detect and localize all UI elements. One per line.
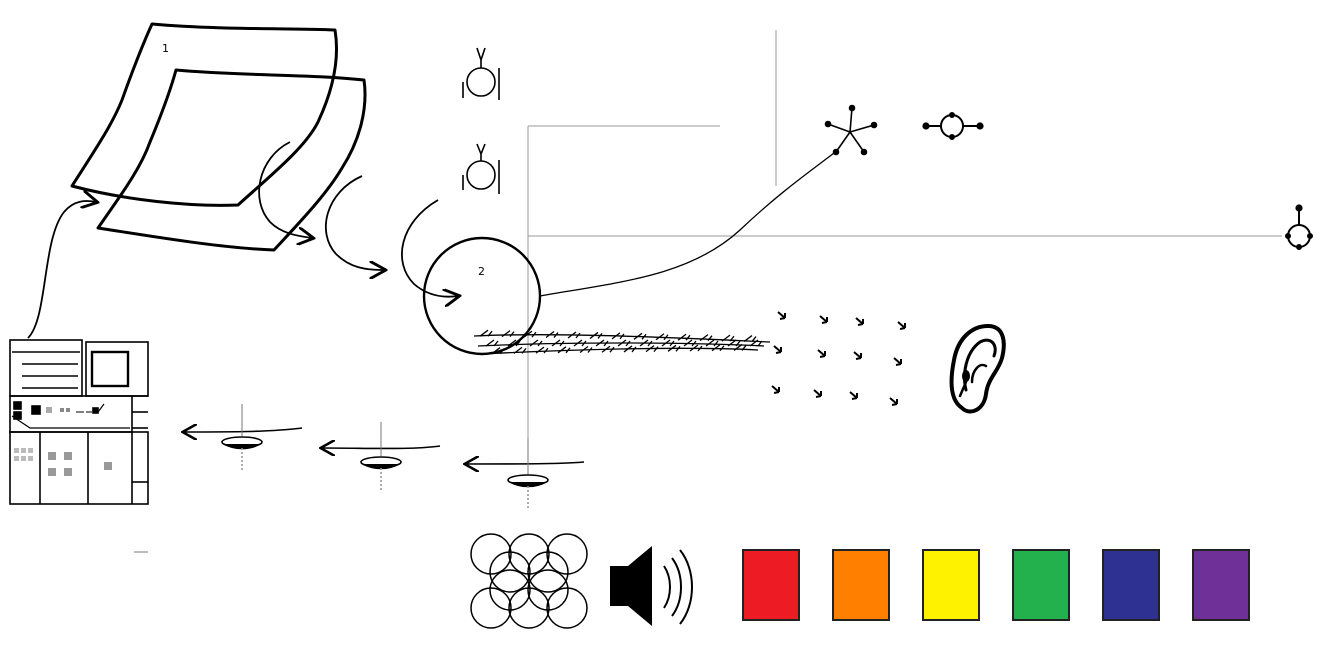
small-arrow (897, 321, 906, 330)
sheet-back (70, 22, 338, 207)
small-arrow (819, 315, 828, 324)
small-arrow (849, 391, 858, 400)
dish-signal-3 (466, 438, 585, 510)
speaker-icon (610, 546, 693, 626)
asterisk-node-icon (824, 104, 878, 156)
sheet-front (96, 68, 367, 252)
swatch-yellow[interactable] (922, 549, 980, 621)
scatter-arrows (771, 311, 906, 406)
swatch-red[interactable] (742, 549, 800, 621)
axes (527, 30, 1282, 478)
node-antenna-icon-2 (462, 143, 500, 194)
small-arrow (893, 357, 902, 366)
dish-signal-1 (184, 404, 303, 472)
overlapping-rings-icon (470, 533, 588, 629)
arrow-sheet-curve-2 (324, 175, 384, 270)
small-arrow (773, 345, 782, 354)
small-arrow (771, 385, 780, 394)
swatch-purple[interactable] (1192, 549, 1250, 621)
small-arrow (813, 389, 822, 398)
small-arrow (853, 351, 862, 360)
node-antenna-icon-1 (462, 47, 500, 100)
sheet-number-label: 1 (162, 42, 169, 55)
small-arrow (889, 397, 898, 406)
arrow-panel-to-sheet (27, 201, 96, 339)
small-arrow (855, 317, 864, 326)
ear-icon (949, 323, 1006, 414)
arrow-sheet-curve-1 (258, 141, 312, 238)
node-endpoint-icon (1285, 204, 1313, 250)
swatch-orange[interactable] (832, 549, 890, 621)
ui-panel-sketch-icon (9, 339, 149, 553)
node-circle-dots-icon (922, 112, 984, 140)
swatch-blue[interactable] (1102, 549, 1160, 621)
arrow-sheet-curve-3 (401, 199, 458, 297)
circle-number-label: 2 (478, 265, 485, 278)
dish-signal-2 (322, 422, 441, 492)
swatch-green[interactable] (1012, 549, 1070, 621)
curve-circle-to-star (539, 149, 839, 297)
signal-stream (473, 329, 771, 355)
small-arrow (777, 311, 786, 320)
small-arrow (817, 349, 826, 358)
